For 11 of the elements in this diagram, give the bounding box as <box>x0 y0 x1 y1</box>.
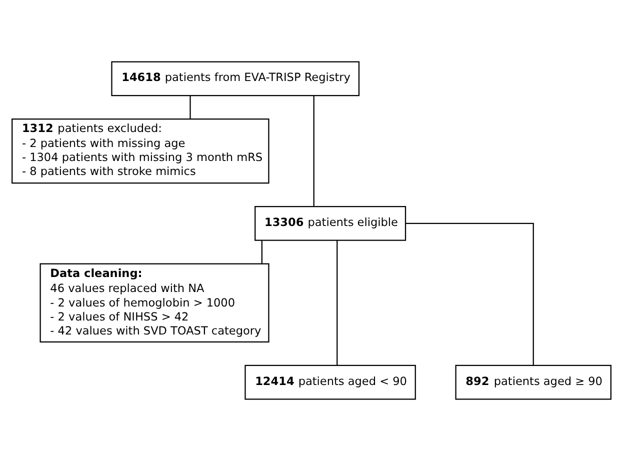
connector <box>336 240 338 365</box>
node-box: 892 patients aged ≥ 90 <box>455 364 612 400</box>
node-box: 14618 patients from EVA-TRISP Registry <box>111 60 360 96</box>
connector <box>406 222 534 365</box>
node-box: Data cleaning: 46 values replaced with NA - 2 values of hemoglobin > 1000 - 2 values of NIHSS > 42 - 42 values with SVD TOAST category <box>40 262 270 342</box>
node-box: 13306 patients eligible <box>254 205 406 240</box>
connector <box>190 95 191 118</box>
connector <box>261 240 262 264</box>
node-box: 1312 patients excluded: - 2 patients with missing age - 1304 patients with missing 3 month mRS - 8 patients with stroke mimics <box>12 118 270 184</box>
connector <box>313 95 314 206</box>
node-box: 12414 patients aged < 90 <box>244 364 416 400</box>
